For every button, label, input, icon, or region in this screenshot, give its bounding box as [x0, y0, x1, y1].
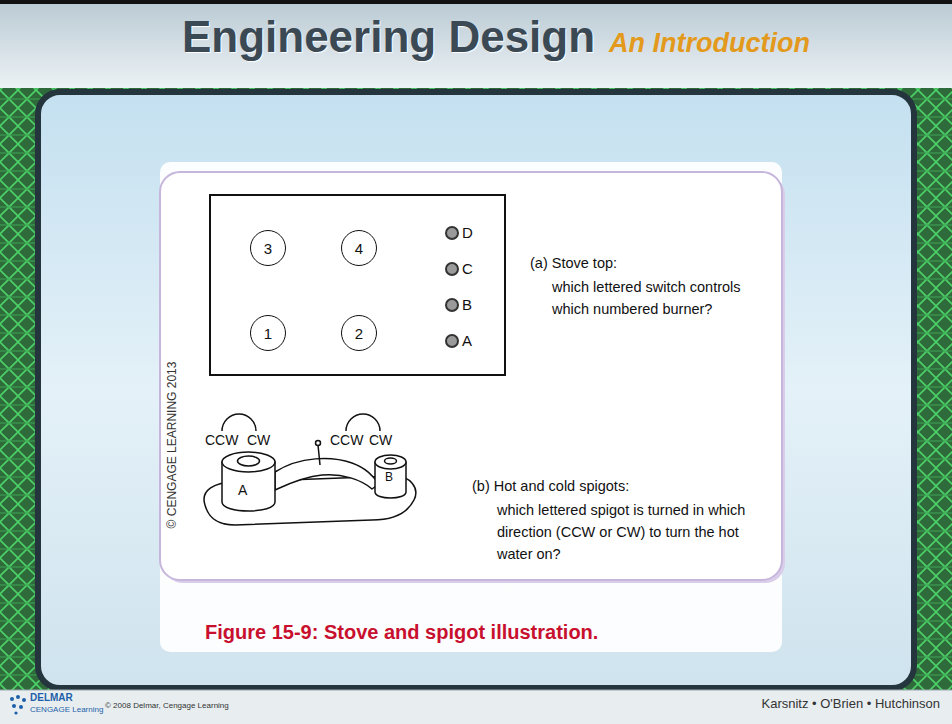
burner-circle: 1	[250, 315, 286, 351]
copyright-note: © 2008 Delmar, Cengage Learning	[105, 701, 229, 711]
question-text: which lettered switch controls which num…	[552, 276, 774, 320]
question-heading: (a) Stove top:	[530, 255, 617, 272]
figure-panel	[160, 162, 785, 652]
question-text: which lettered spigot is turned in which…	[497, 499, 747, 565]
burner-circle: 4	[341, 230, 377, 266]
delmar-logo	[12, 704, 16, 708]
faucet-illustration	[275, 459, 379, 490]
slide-title: Engineering Design	[182, 12, 595, 62]
switch-letter: B	[462, 296, 472, 314]
delmar-logo	[19, 705, 23, 709]
stove-top	[210, 195, 505, 375]
burner-number: 3	[264, 240, 272, 257]
burner-number: 4	[355, 240, 363, 257]
faucet-illustration	[204, 441, 416, 526]
switch-letter: A	[462, 332, 472, 350]
rotation-arc	[346, 414, 380, 431]
rotation-arc	[222, 414, 256, 431]
faucet-illustration	[318, 445, 320, 465]
figure-panel	[160, 162, 782, 652]
rotation-arc	[222, 414, 380, 431]
figure-panel	[160, 172, 782, 580]
burner-number: 1	[264, 325, 272, 342]
faucet-illustration	[385, 458, 397, 464]
author-names: Karsnitz • O'Brien • Hutchinson	[762, 696, 941, 712]
burner-circle: 3	[250, 230, 286, 266]
header-band	[0, 0, 952, 4]
footer-band	[0, 690, 952, 691]
stove-knob	[446, 299, 458, 311]
footer-band	[0, 690, 952, 724]
header-band	[0, 0, 952, 90]
publisher-logo-text: DELMAR	[30, 692, 73, 704]
lattice-frame	[38, 92, 914, 688]
faucet-illustration	[375, 455, 406, 469]
slide-subtitle: An Introduction	[609, 28, 810, 59]
switch-letter: D	[462, 224, 473, 242]
publisher-logo-text: CENGAGE Learning	[30, 705, 103, 715]
burner-number: 2	[355, 325, 363, 342]
title-row: Engineering Design An Introduction	[40, 12, 952, 62]
question-heading: (b) Hot and cold spigots:	[472, 478, 629, 495]
spigot-letter: A	[238, 482, 247, 499]
delmar-logo	[22, 698, 26, 702]
footer-band	[0, 690, 952, 724]
switch-letter: C	[462, 260, 473, 278]
direction-label: CCW	[205, 432, 238, 449]
delmar-logo	[14, 711, 17, 714]
direction-label: CW	[369, 432, 392, 449]
lattice-frame	[0, 88, 952, 692]
direction-label: CW	[247, 432, 270, 449]
stove-knob	[446, 335, 458, 347]
faucet-illustration	[222, 452, 275, 472]
faucet-illustration	[316, 441, 321, 446]
lattice-frame	[0, 88, 952, 692]
burner-circle: 2	[341, 315, 377, 351]
stove-knob	[446, 227, 458, 347]
stove-top	[210, 195, 505, 375]
figure-caption: Figure 15-9: Stove and spigot illustrati…	[205, 620, 598, 644]
stove-knob	[446, 227, 458, 239]
copyright-watermark: © CENGAGE LEARNING 2013	[165, 362, 179, 529]
delmar-logo	[16, 695, 20, 699]
faucet-illustration	[238, 456, 260, 466]
header-band	[0, 0, 952, 90]
delmar-logo	[10, 697, 14, 701]
direction-label: CCW	[330, 432, 363, 449]
stove-knob	[446, 263, 458, 275]
delmar-logo	[10, 695, 26, 715]
spigot-letter: B	[385, 470, 393, 484]
